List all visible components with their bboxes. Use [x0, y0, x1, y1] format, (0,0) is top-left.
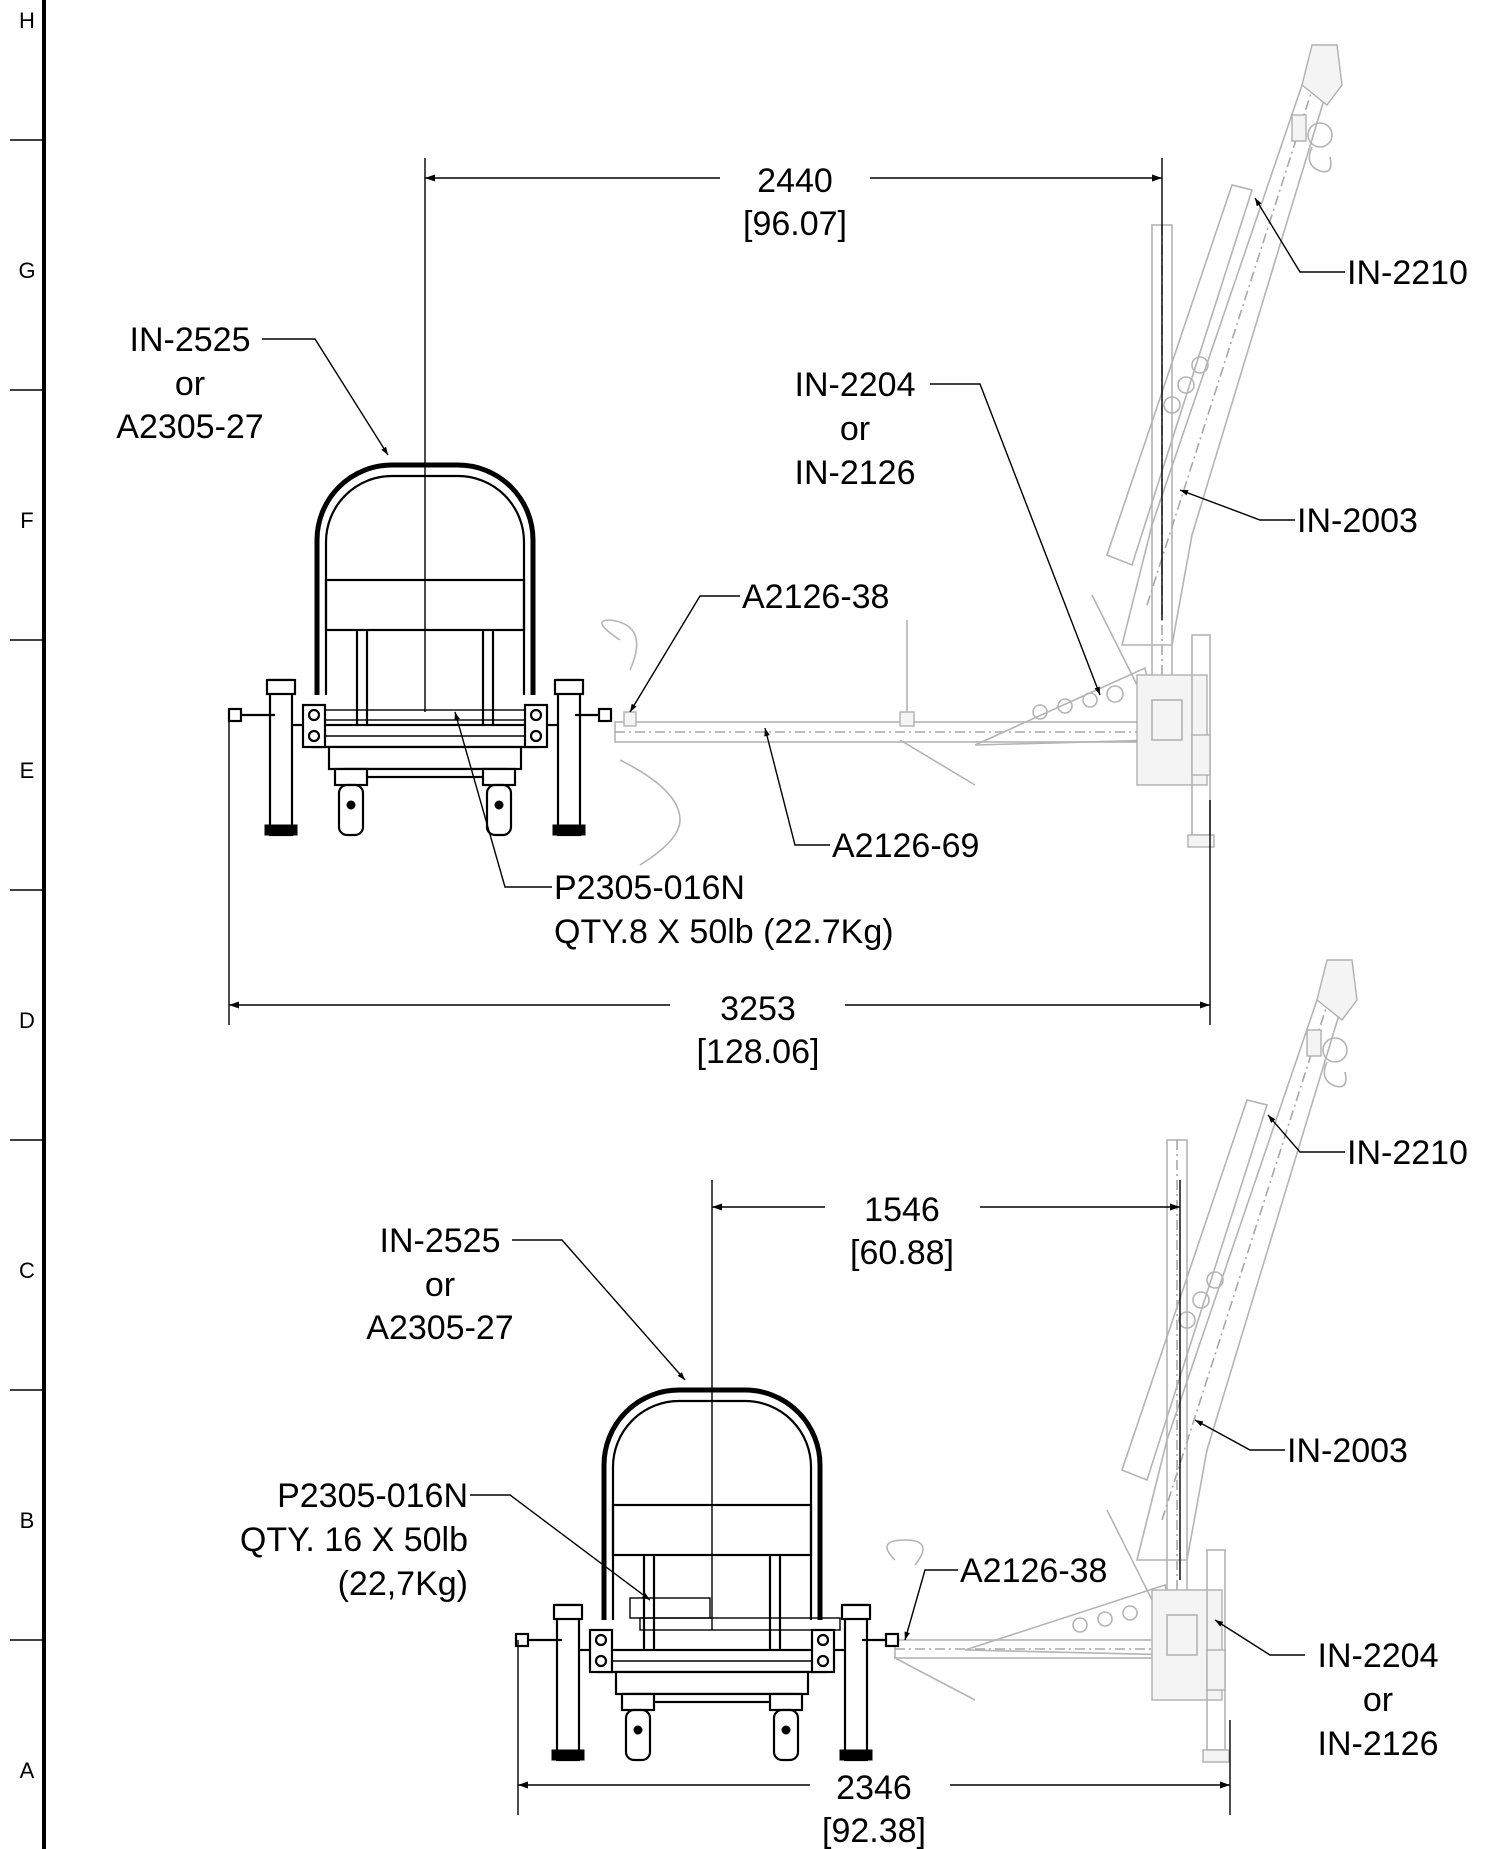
upper-weights-callout-1: P2305-016N: [554, 869, 745, 907]
lower-dim-bottom-imperial: [92.38]: [822, 1812, 926, 1849]
zone-label-h: H: [19, 8, 35, 33]
lower-dim-top-value: 1546: [864, 1191, 940, 1229]
upper-cart-callout-1: IN-2525: [130, 321, 251, 359]
lower-weights-callout-3: (22,7Kg): [338, 1565, 468, 1603]
lower-dim-top-imperial: [60.88]: [850, 1234, 954, 1272]
upper-cart-callout-2: or: [175, 365, 205, 403]
lower-mast-base-callout-3: IN-2126: [1318, 1725, 1439, 1763]
zone-label-c: C: [19, 1258, 35, 1283]
lower-view: 1546 [60.88] 2346 [92.38] IN-2525 or A23…: [240, 959, 1468, 1849]
upper-mast-base-callout-2: or: [840, 410, 870, 448]
lower-boom-callout: IN-2210: [1347, 1134, 1468, 1172]
lower-weights-callout-2: QTY. 16 X 50lb: [240, 1521, 468, 1559]
drawing-border: H G F E D C B A: [10, 0, 46, 1849]
upper-weights-callout-2: QTY.8 X 50lb (22.7Kg): [554, 913, 894, 951]
zone-label-f: F: [20, 508, 33, 533]
lower-weights-callout-1: P2305-016N: [277, 1477, 468, 1515]
upper-dim-bottom-value: 3253: [720, 990, 796, 1028]
lower-mast-base-callout-2: or: [1363, 1681, 1393, 1719]
upper-pin-callout: A2126-38: [742, 578, 889, 616]
zone-label-e: E: [20, 758, 35, 783]
zone-label-g: G: [18, 258, 35, 283]
upper-dim-top-value: 2440: [757, 162, 833, 200]
lower-mast-base-callout-1: IN-2204: [1318, 1637, 1439, 1675]
upper-cart-callout-3: A2305-27: [116, 408, 263, 446]
zone-label-a: A: [20, 1758, 35, 1783]
upper-dim-bottom-imperial: [128.06]: [697, 1033, 820, 1071]
upper-boom-callout: IN-2210: [1347, 254, 1468, 292]
lower-mast-callout: IN-2003: [1287, 1432, 1408, 1470]
zone-label-b: B: [20, 1508, 35, 1533]
upper-beam-callout: A2126-69: [832, 827, 979, 865]
lower-cart-callout-3: A2305-27: [366, 1309, 513, 1347]
lower-cart: [516, 1390, 898, 1760]
zone-label-d: D: [19, 1008, 35, 1033]
lower-cart-callout-1: IN-2525: [380, 1222, 501, 1260]
upper-view: 2440 [96.07] 3253 [128.06] IN-2525 or A2…: [116, 44, 1468, 1071]
upper-cart: [229, 465, 611, 835]
upper-mast-callout: IN-2003: [1297, 502, 1418, 540]
lower-cart-callout-2: or: [425, 1266, 455, 1304]
lower-dim-bottom-value: 2346: [836, 1769, 912, 1807]
upper-dim-top-imperial: [96.07]: [743, 205, 847, 243]
upper-mast-base-callout-3: IN-2126: [795, 454, 916, 492]
lower-pin-callout: A2126-38: [960, 1552, 1107, 1590]
upper-mast-base-callout-1: IN-2204: [795, 366, 916, 404]
